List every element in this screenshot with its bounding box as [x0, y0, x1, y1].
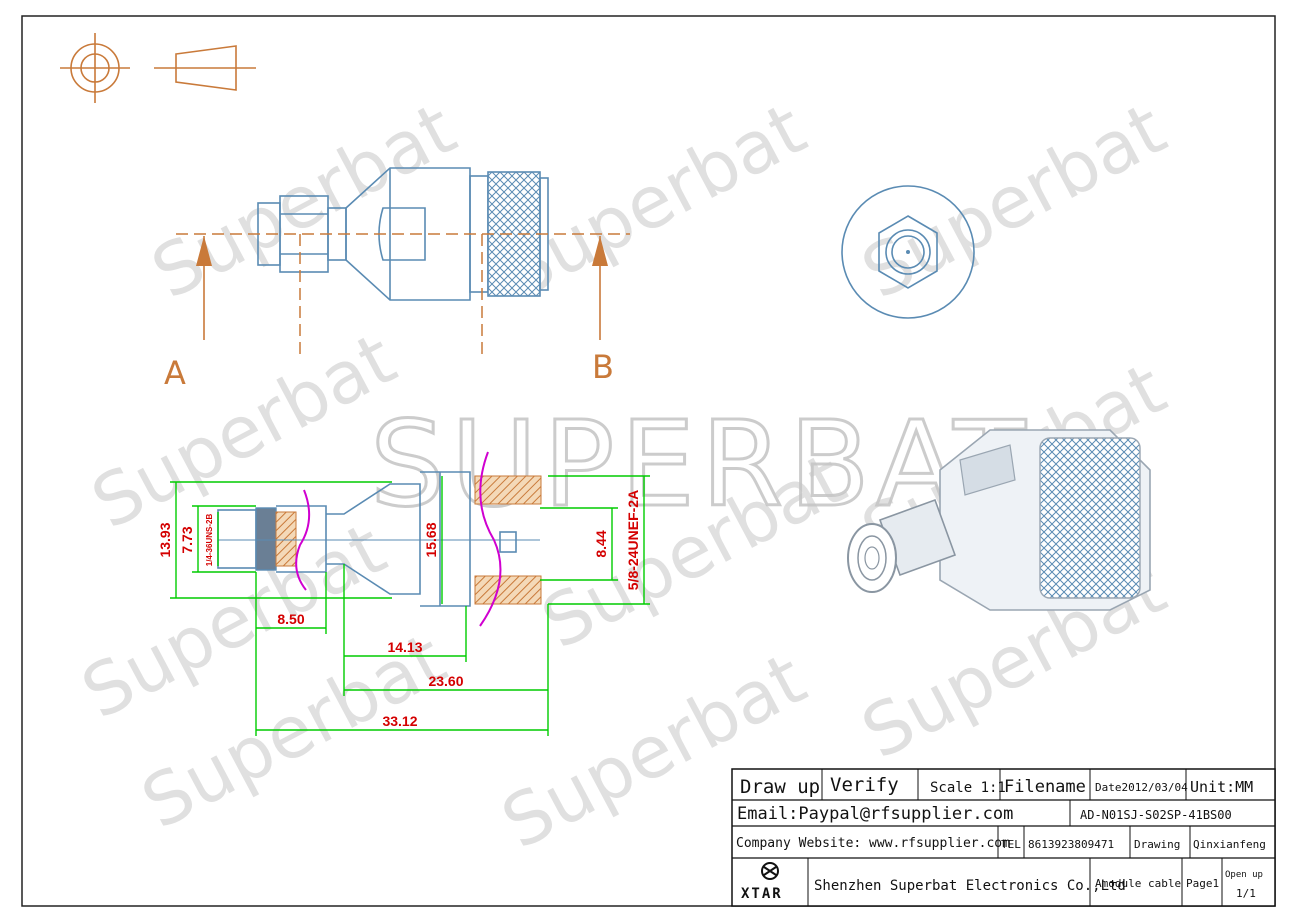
- tb-email: Email:Paypal@rfsupplier.com: [737, 804, 1013, 824]
- tb-company: Shenzhen Superbat Electronics Co.,Ltd: [814, 878, 1126, 894]
- dim-8-44: 8.44: [593, 530, 609, 557]
- connector-side-view: A B: [164, 167, 630, 392]
- tb-logo-text: XTAR: [741, 886, 783, 902]
- dim-33-12: 33.12: [382, 713, 417, 729]
- dim-14-13: 14.13: [387, 639, 422, 655]
- dimension-lines: [170, 475, 650, 736]
- tb-page-count: 1/1: [1236, 887, 1256, 900]
- section-label-a: A: [164, 354, 186, 392]
- connector-section-view: [217, 451, 542, 627]
- xtar-logo-icon: XTAR: [741, 862, 783, 902]
- tb-part-number: AD-N01SJ-S02SP-41BS00: [1080, 808, 1232, 822]
- tb-website: Company Website: www.rfsupplier.com: [736, 836, 1010, 851]
- dim-15-68: 15.68: [423, 522, 439, 557]
- dim-thread-outer: 5/8-24UNEF-2A: [625, 490, 641, 590]
- tb-draw-up: Draw up: [740, 776, 820, 798]
- watermark-text: Superbat: [139, 86, 469, 315]
- section-label-b: B: [592, 348, 614, 386]
- tb-date: Date2012/03/04: [1095, 781, 1188, 794]
- dim-23-60: 23.60: [428, 673, 463, 689]
- tb-verify: Verify: [830, 774, 899, 796]
- dim-7-73: 7.73: [179, 526, 195, 553]
- dimension-labels: 13.93 7.73 1/4-36UNS-2B 15.68 8.44 5/8-2…: [157, 490, 641, 729]
- tb-unit: Unit:MM: [1190, 778, 1253, 796]
- title-block: Draw up Verify Scale 1:1 Filename Date20…: [731, 768, 1276, 907]
- dim-13-93: 13.93: [157, 522, 173, 557]
- tb-tel-label: TEL: [1001, 838, 1021, 851]
- tb-product: Amodule cable: [1095, 877, 1181, 890]
- tb-scale: Scale 1:1: [930, 780, 1006, 796]
- projection-symbol: [60, 33, 256, 103]
- connector-end-view: [841, 185, 975, 319]
- tb-drawing-label: Drawing: [1134, 838, 1180, 851]
- dim-thread-inner: 1/4-36UNS-2B: [205, 514, 214, 567]
- watermark-text: Superbat: [849, 86, 1179, 315]
- tb-page: Page1: [1186, 877, 1219, 890]
- connector-3d-view: [847, 429, 1151, 611]
- sheet-border: [21, 15, 1276, 907]
- tb-open-up: Open up: [1225, 870, 1263, 880]
- tb-tel: 8613923809471: [1028, 838, 1114, 851]
- dim-8-50: 8.50: [277, 611, 304, 627]
- tb-filename: Filename: [1004, 777, 1086, 797]
- tb-drawer: Qinxianfeng: [1193, 838, 1266, 851]
